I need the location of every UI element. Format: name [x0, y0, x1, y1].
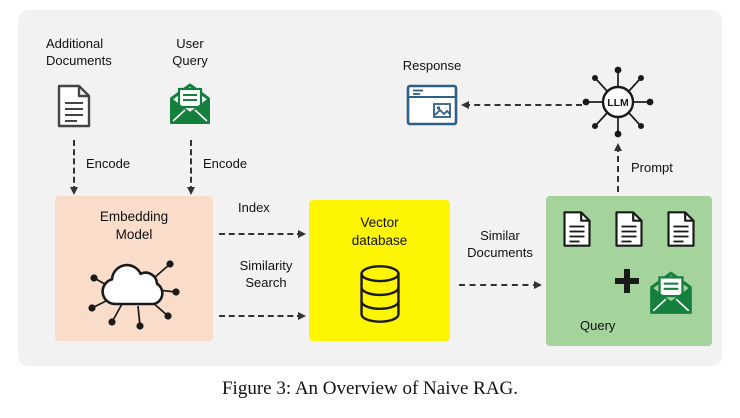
document-icon — [614, 210, 644, 248]
encode-query-edge-label: Encode — [203, 156, 248, 171]
prompt-edge-label: Prompt — [631, 160, 673, 175]
llm-label: LLM — [607, 97, 629, 109]
similarity-search-edge-label: Similarity Search — [239, 258, 293, 290]
browser-window-icon — [406, 84, 458, 126]
index-edge-label: Index — [238, 200, 270, 215]
document-icon — [666, 210, 696, 248]
encode-query-arrow — [187, 140, 195, 195]
retrieved-query-label: Query — [580, 318, 616, 333]
encode-documents-edge-label: Encode — [86, 156, 131, 171]
response-label: Response — [402, 58, 462, 73]
figure-caption: Figure 3: An Overview of Naive RAG. — [221, 378, 519, 399]
cloud-network-icon — [82, 248, 186, 332]
encode-documents-arrow — [70, 140, 78, 195]
similar-documents-edge-label: Similar Documents — [467, 228, 533, 260]
document-icon — [562, 210, 592, 248]
retrieved-context-box: Query — [546, 196, 712, 346]
open-envelope-icon — [166, 80, 214, 128]
user-query-label: User Query — [172, 36, 208, 68]
response-arrow — [461, 101, 582, 109]
llm-network-icon: LLM — [578, 62, 658, 142]
embedding-model-label: Embedding Model — [99, 209, 169, 242]
additional-documents-label: Additional Documents — [46, 36, 112, 68]
database-cylinder-icon — [356, 262, 404, 326]
similar-documents-arrow — [459, 281, 542, 289]
similarity-search-arrow — [219, 312, 306, 320]
index-arrow — [219, 230, 306, 238]
embedding-model-box: Embedding Model — [55, 196, 213, 341]
vector-database-label: Vector database — [351, 215, 408, 248]
prompt-arrow — [614, 143, 622, 192]
document-icon — [56, 84, 92, 128]
plus-icon — [614, 268, 640, 294]
vector-database-box: Vector database — [309, 200, 450, 341]
open-envelope-icon — [646, 268, 696, 318]
